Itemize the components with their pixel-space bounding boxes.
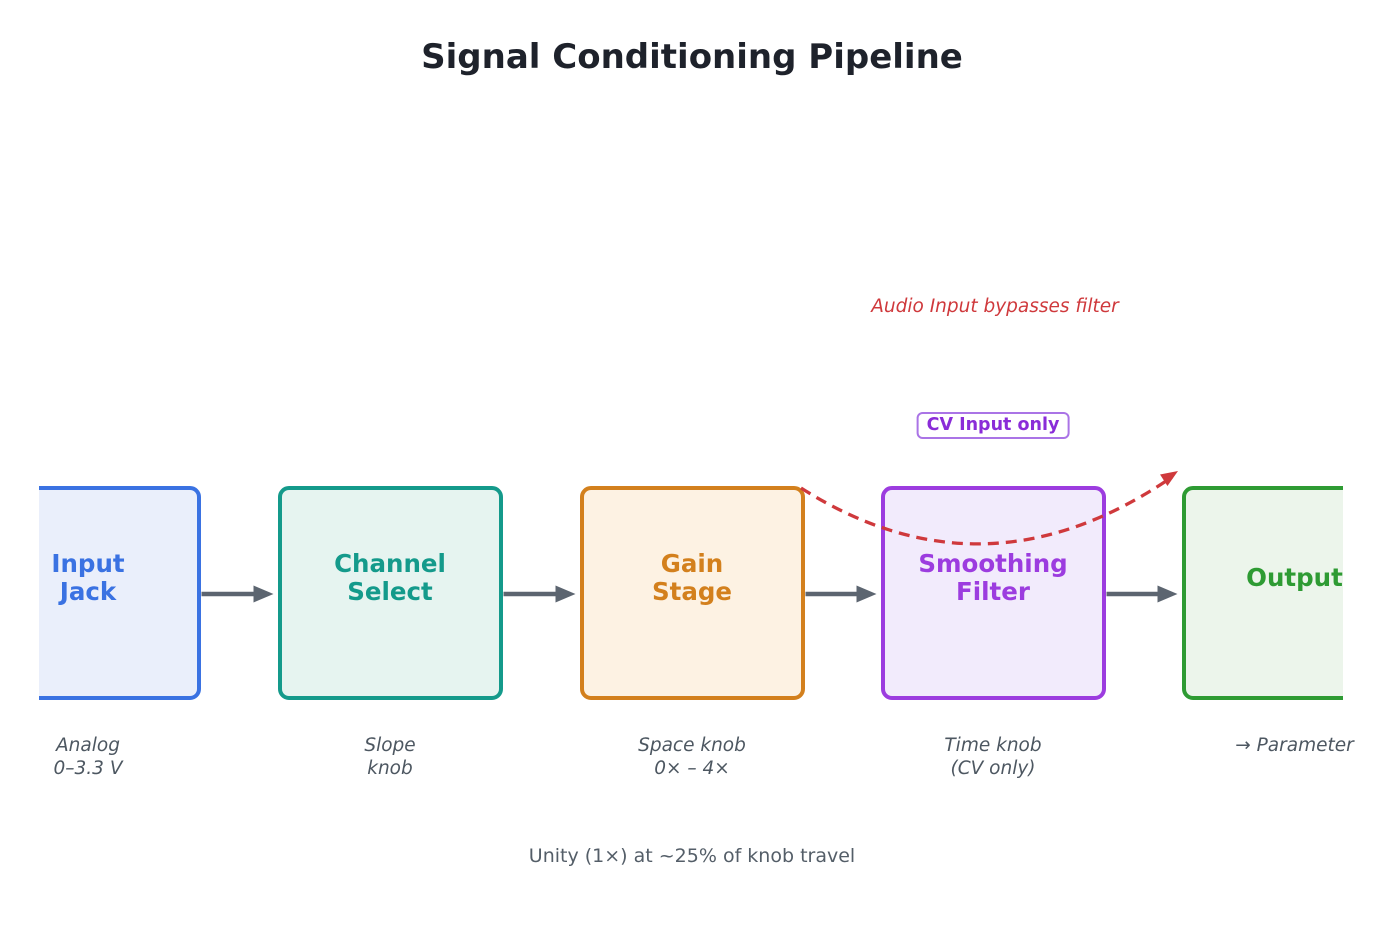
node-label-line: Output	[1246, 562, 1343, 592]
node-label-line: Smoothing	[918, 549, 1068, 578]
node-label-line: Stage	[651, 576, 733, 606]
node-smoothing-filter: Smoothing Filter	[880, 486, 1106, 700]
node-output-label: Output	[1246, 564, 1343, 592]
node-output: Output	[1182, 486, 1343, 700]
caption-line: 0× – 4×	[654, 757, 730, 779]
node-label-line: Gain	[660, 549, 724, 578]
caption-output: → Parameter	[1125, 735, 1397, 758]
caption-line: knob	[367, 757, 413, 779]
caption-line: Slope	[364, 735, 416, 756]
node-smoothing-filter-label: Smoothing Filter	[918, 550, 1067, 605]
node-channel-select: Channel Select	[277, 486, 503, 700]
flow-arrow	[805, 585, 877, 603]
caption-channel-select: Slope knob	[220, 735, 560, 780]
node-label-line: Select	[347, 576, 433, 606]
node-channel-select-label: Channel Select	[334, 550, 446, 605]
node-label-line: Channel	[334, 549, 446, 578]
caption-input-jack: Analog 0–3.3 V	[0, 735, 258, 780]
caption-line: Space knob	[638, 735, 746, 756]
caption-line: → Parameter	[1235, 735, 1354, 756]
caption-line: Analog	[56, 735, 120, 756]
flow-arrow	[201, 585, 274, 603]
footer-note: Unity (1×) at ~25% of knob travel	[528, 845, 856, 867]
caption-gain-stage: Space knob 0× – 4×	[522, 735, 862, 780]
caption-smoothing-filter: Time knob (CV only)	[823, 735, 1163, 780]
node-label-line: Input	[51, 549, 125, 578]
flow-arrow	[1106, 585, 1178, 603]
node-input-jack-label: Input Jack	[51, 550, 124, 605]
node-input-jack-clip: Input Jack	[39, 478, 202, 710]
node-gain-stage: Gain Stage	[579, 486, 805, 700]
node-label-line: Jack	[59, 576, 117, 606]
caption-line: 0–3.3 V	[53, 757, 123, 779]
cv-input-only-badge: CV Input only	[916, 412, 1070, 439]
node-gain-stage-label: Gain Stage	[652, 550, 732, 605]
caption-line: Time knob	[944, 735, 1042, 756]
flow-arrow	[503, 585, 576, 603]
page-title: Signal Conditioning Pipeline	[421, 37, 963, 77]
caption-line: (CV only)	[950, 757, 1036, 779]
node-input-jack: Input Jack	[39, 486, 201, 700]
node-output-clip: Output	[1179, 478, 1343, 710]
bypass-annotation-label: Audio Input bypasses filter	[871, 296, 1119, 317]
node-label-line: Filter	[956, 576, 1030, 606]
